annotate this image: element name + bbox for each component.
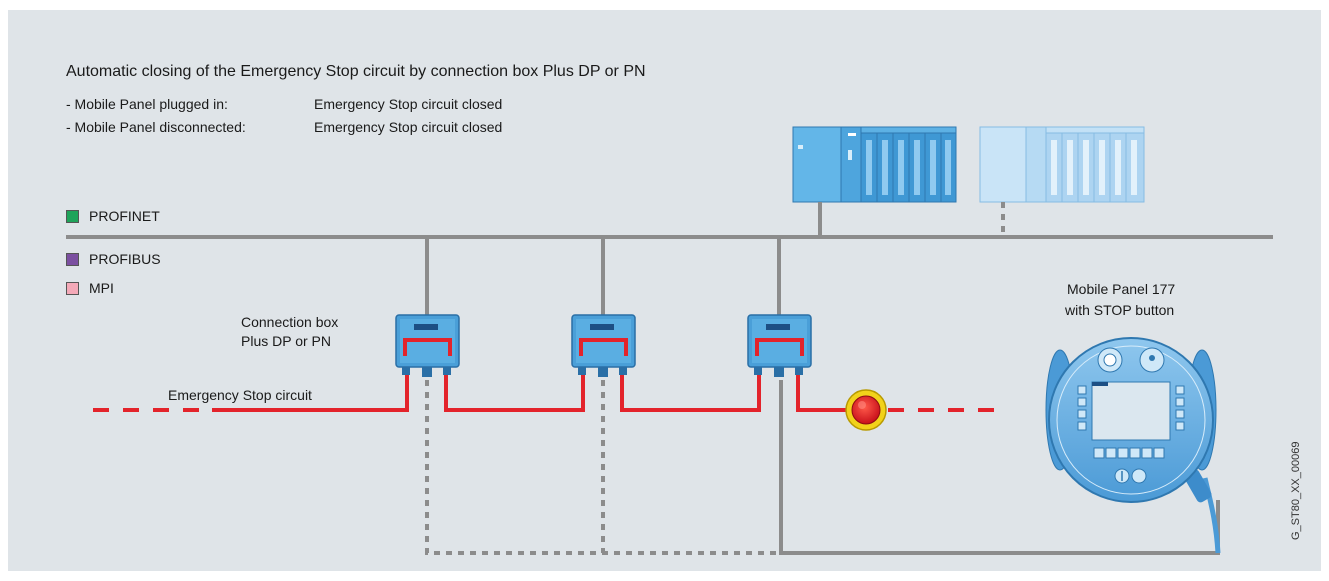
mobile-panel-label-line2: with STOP button [1065, 302, 1175, 318]
profibus-swatch-icon [66, 252, 79, 266]
connection-box-label-line2: Plus DP or PN [241, 333, 331, 349]
note-plugged-value: Emergency Stop circuit closed [314, 96, 503, 112]
emergency-stop-button-icon [845, 389, 887, 431]
note-plugged-label: - Mobile Panel plugged in: [66, 96, 228, 112]
legend-mpi-label: MPI [89, 280, 114, 296]
connection-box-label-line1: Connection box [241, 314, 339, 330]
legend-mpi: MPI [66, 280, 114, 296]
panel-cable-bus [779, 380, 1220, 555]
note-disconnected-value: Emergency Stop circuit closed [314, 119, 503, 135]
plc-controller-faded-icon [979, 126, 1145, 203]
estop-line-seg2 [444, 372, 585, 412]
estop-line-seg3 [620, 372, 761, 412]
note-disconnected-label: - Mobile Panel disconnected: [66, 119, 246, 135]
estop-line-seg4 [796, 372, 848, 412]
legend-profinet: PROFINET [66, 208, 160, 224]
mpi-swatch-icon [66, 281, 79, 295]
legend-profibus-label: PROFIBUS [89, 251, 161, 267]
emergency-stop-circuit-label: Emergency Stop circuit [168, 387, 312, 403]
figure-id: G_ST80_XX_00069 [1290, 441, 1302, 540]
connection-box-2-icon [571, 314, 636, 377]
plc-controller-icon [792, 126, 957, 203]
mobile-panel-label-line1: Mobile Panel 177 [1067, 281, 1176, 297]
legend-profibus: PROFIBUS [66, 251, 161, 267]
connection-box-1-icon [395, 314, 460, 377]
diagram-title: Automatic closing of the Emergency Stop … [66, 63, 646, 80]
mobile-panel-icon [1045, 337, 1221, 554]
profinet-swatch-icon [66, 209, 79, 223]
legend-profinet-label: PROFINET [89, 208, 160, 224]
connection-box-3-icon [747, 314, 812, 377]
dotted-return-line [425, 380, 779, 555]
estop-line-seg1 [212, 372, 409, 412]
